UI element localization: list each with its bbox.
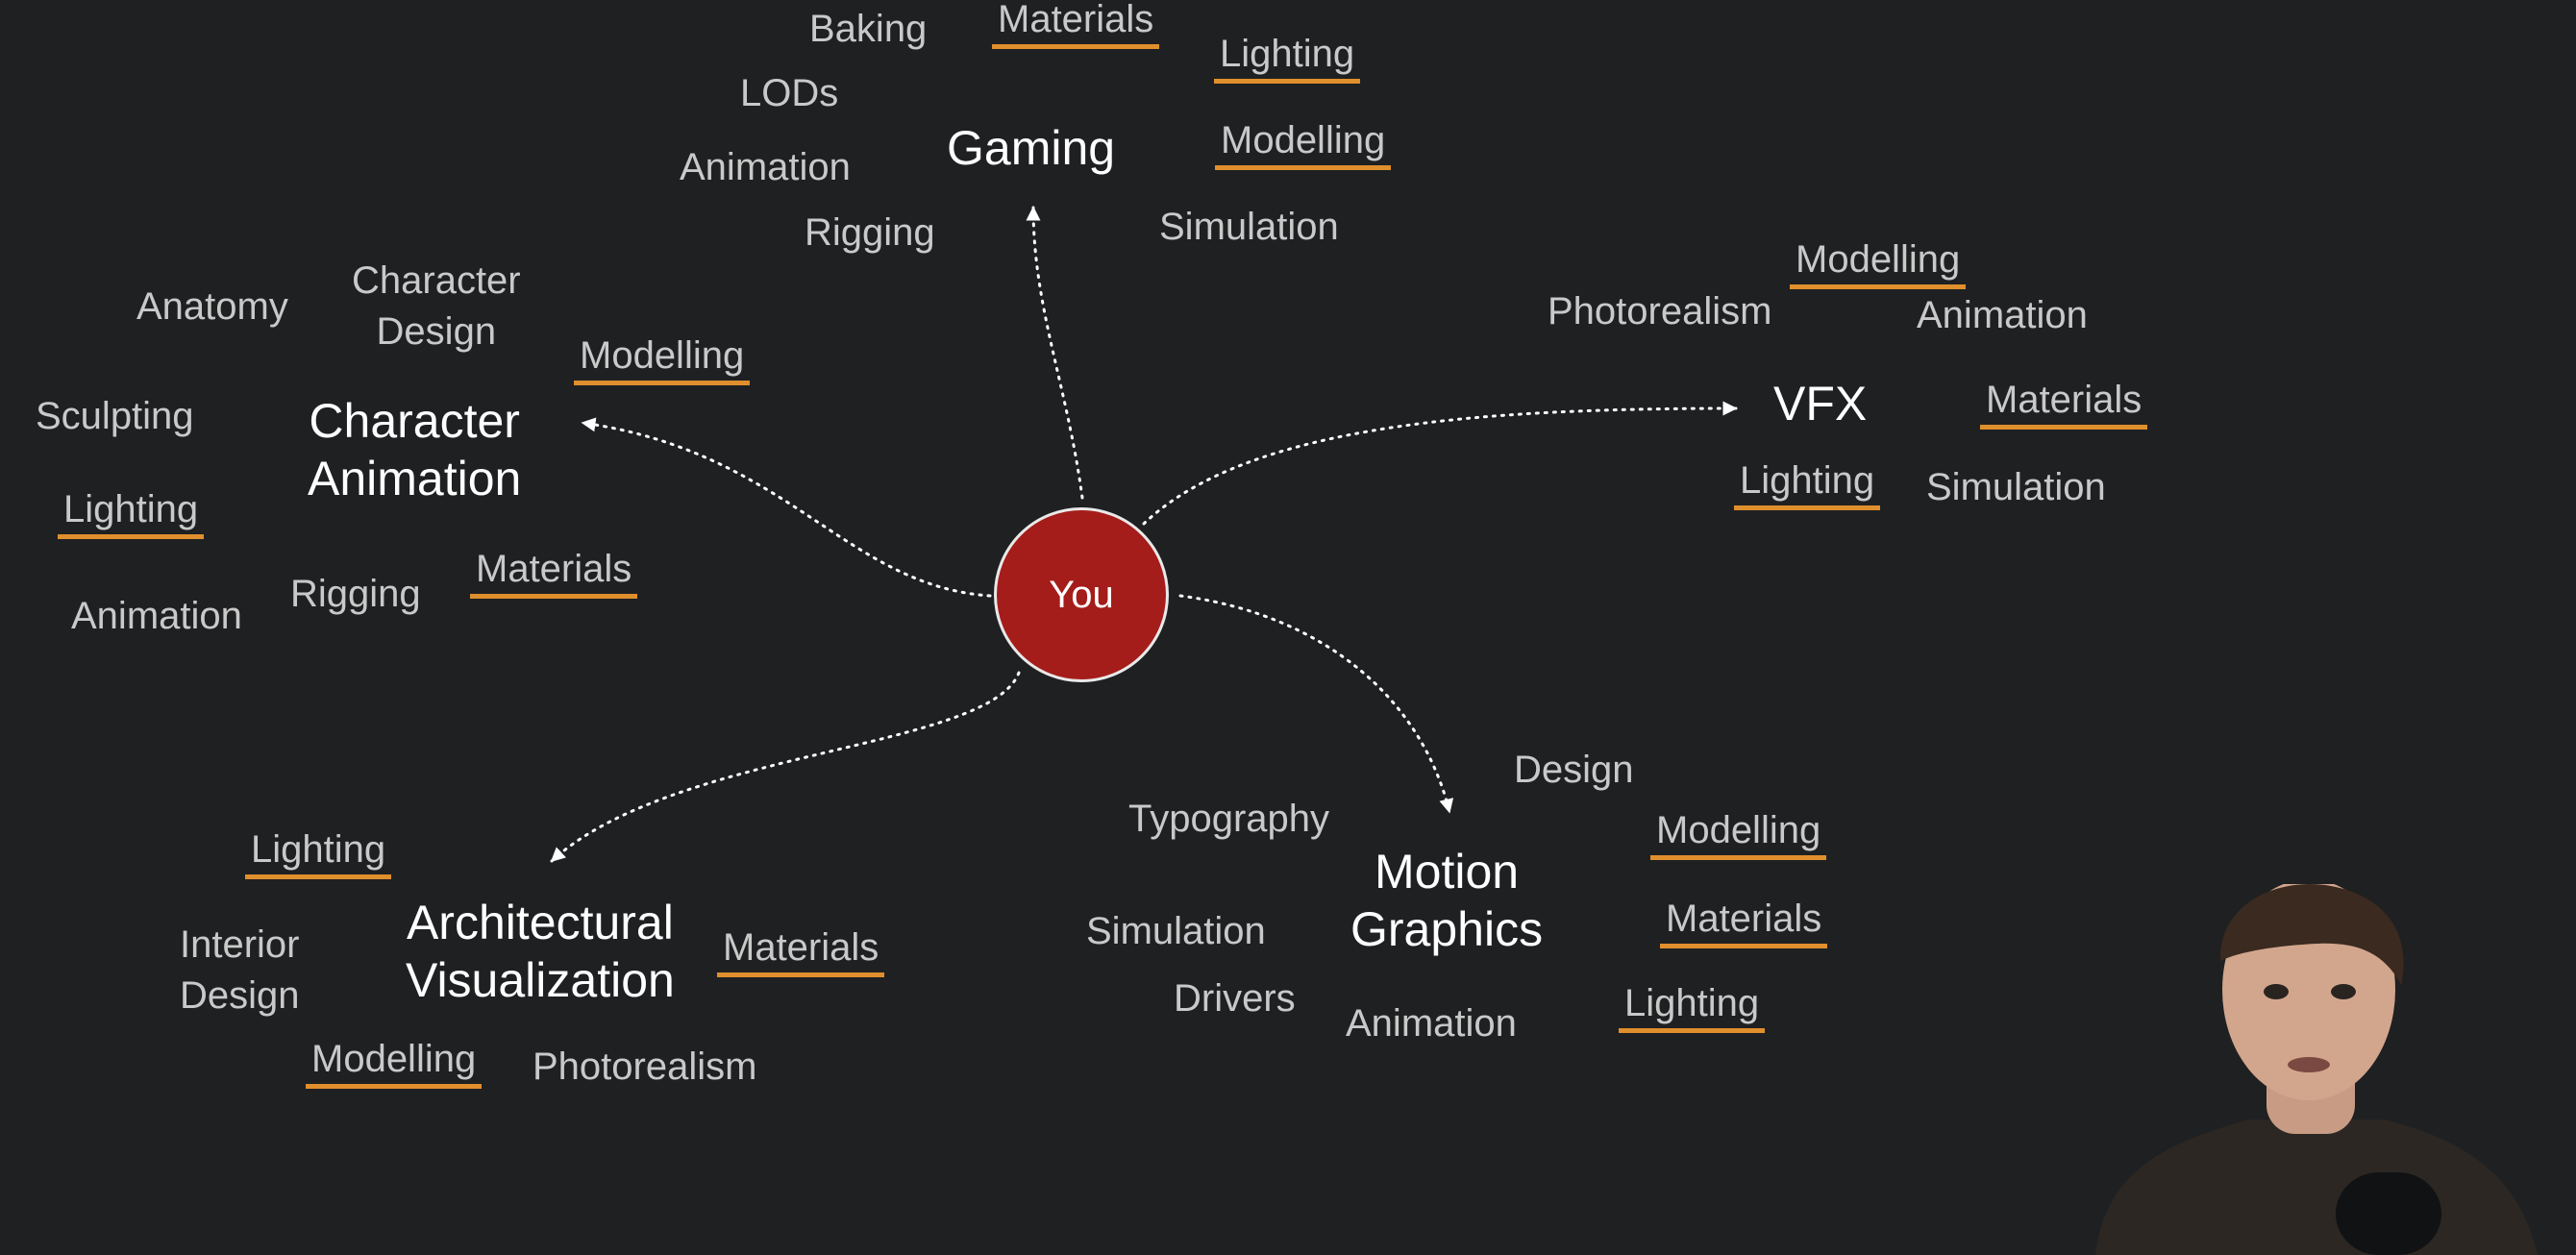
character-skill-modelling: Modelling — [574, 332, 751, 385]
archviz-skill-interior-design: Interior Design — [180, 923, 300, 1017]
category-architectural-visualization: Architectural Visualization — [406, 896, 675, 1007]
archviz-skill-materials: Materials — [717, 924, 885, 977]
motion-skill-lighting: Lighting — [1619, 980, 1766, 1033]
category-gaming: Gaming — [947, 121, 1116, 175]
gaming-skill-lods: LODs — [740, 72, 839, 114]
archviz-skill-modelling: Modelling — [306, 1036, 483, 1089]
gaming-skill-baking: Baking — [809, 8, 928, 50]
arrow-to-character-animation — [581, 417, 992, 598]
vfx-skill-photorealism: Photorealism — [1548, 290, 1772, 332]
vfx-skill-materials: Materials — [1980, 377, 2148, 430]
arrow-to-motion-graphics — [1178, 594, 1454, 814]
vfx-skill-lighting: Lighting — [1734, 457, 1881, 510]
arrow-to-arch-viz — [550, 671, 1021, 863]
presenter-eye-right — [2331, 984, 2356, 999]
character-skill-lighting: Lighting — [58, 486, 205, 539]
motion-skill-animation: Animation — [1346, 1002, 1517, 1045]
motion-skill-typography: Typography — [1128, 798, 1330, 840]
motion-skill-modelling: Modelling — [1650, 807, 1827, 860]
motion-skill-design: Design — [1514, 749, 1634, 791]
gaming-skill-modelling: Modelling — [1215, 117, 1392, 170]
motion-skill-materials: Materials — [1660, 896, 1828, 948]
archviz-skill-lighting: Lighting — [245, 826, 392, 879]
category-vfx: VFX — [1773, 377, 1868, 431]
presenter-video-overlay — [2095, 884, 2538, 1255]
character-skill-character-design: Character Design — [352, 259, 521, 353]
category-motion-graphics: Motion Graphics — [1350, 845, 1544, 956]
character-skill-sculpting: Sculpting — [36, 395, 194, 437]
character-skill-anatomy: Anatomy — [136, 285, 288, 328]
presenter-eye-left — [2264, 984, 2289, 999]
presenter-hair — [2219, 884, 2404, 985]
arrow-to-vfx — [1142, 401, 1738, 526]
gaming-skill-animation: Animation — [680, 146, 851, 188]
character-skill-rigging: Rigging — [290, 573, 421, 615]
presenter-shoulders — [2095, 1120, 2538, 1255]
gaming-skill-rigging: Rigging — [805, 211, 935, 254]
presenter-mouth — [2288, 1057, 2330, 1072]
motion-skill-drivers: Drivers — [1174, 977, 1296, 1020]
gaming-skill-simulation: Simulation — [1159, 206, 1339, 248]
vfx-skill-animation: Animation — [1917, 294, 2088, 336]
archviz-skill-photorealism: Photorealism — [533, 1046, 757, 1088]
microphone — [2336, 1172, 2441, 1255]
hub-label: You — [1049, 573, 1114, 616]
arrow-to-gaming — [1026, 206, 1084, 500]
motion-skill-simulation: Simulation — [1086, 910, 1266, 952]
character-skill-animation: Animation — [71, 595, 242, 637]
gaming-skill-lighting: Lighting — [1214, 31, 1361, 84]
character-skill-materials: Materials — [470, 546, 638, 599]
category-character-animation: Character Animation — [308, 394, 522, 505]
you-hub: You — [994, 507, 1169, 682]
vfx-skill-modelling: Modelling — [1790, 236, 1967, 289]
vfx-skill-simulation: Simulation — [1926, 466, 2106, 508]
gaming-skill-materials: Materials — [992, 0, 1160, 49]
